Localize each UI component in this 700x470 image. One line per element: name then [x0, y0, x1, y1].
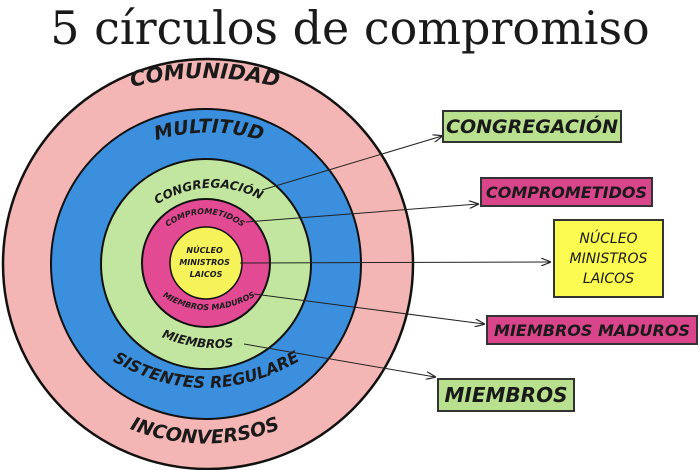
arrow-miembros-maduros — [253, 293, 484, 324]
callout-comprometidos: COMPROMETIDOS — [480, 177, 653, 207]
callout-miembros: MIEMBROS — [437, 378, 575, 412]
callout-miembros-maduros: MIEMBROS MADUROS — [486, 315, 698, 345]
arrow-comprometidos — [245, 204, 478, 223]
page-title: 5 círculos de compromiso — [50, 1, 650, 55]
arrow-nucleo — [239, 262, 550, 263]
label-nucleo: NÚCLEO MINISTROS LAICOS — [179, 244, 232, 279]
callout-nucleo: NÚCLEO MINISTROS LAICOS — [553, 219, 664, 298]
arrow-miembros — [243, 343, 435, 377]
callout-congregacion: CONGREGACIÓN — [442, 110, 622, 143]
arrow-congregacion — [261, 136, 442, 191]
